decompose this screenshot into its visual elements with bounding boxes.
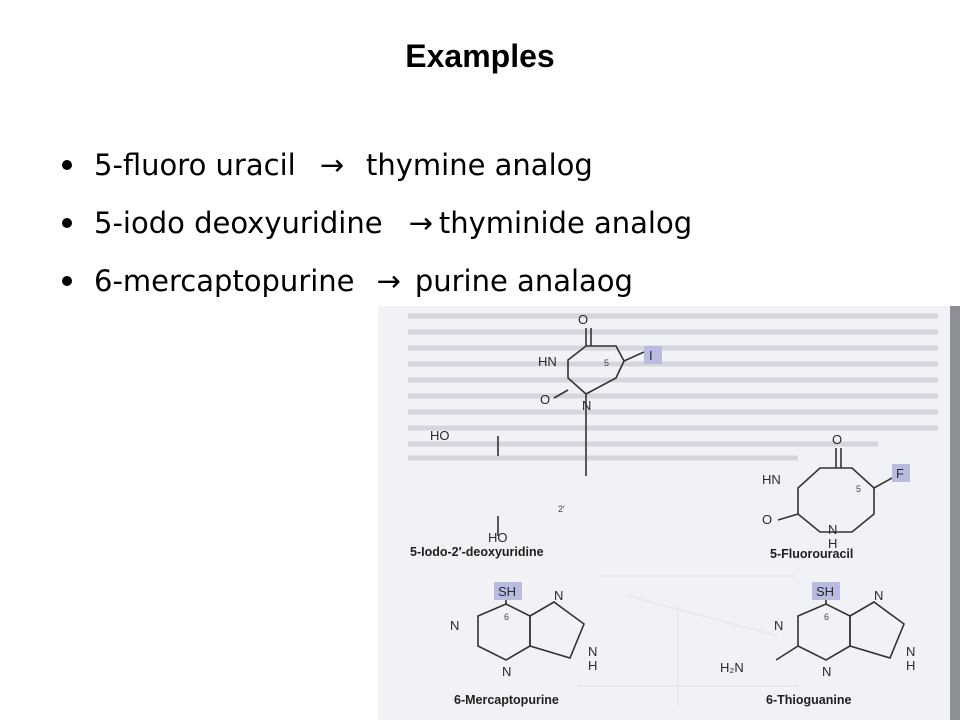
atom-label: N (774, 618, 783, 633)
faint-background-structure (578, 575, 798, 706)
bullet-list: 5-fluoro uracil → thymine analog 5-iodo de… (58, 136, 692, 310)
bullet-compound: 5-iodo deoxyuridine (94, 206, 383, 240)
atom-label: HO (430, 428, 450, 443)
atom-label: N (822, 664, 831, 679)
bullet-item-mercaptopurine: 6-mercaptopurine → purine analaog (58, 252, 692, 310)
atom-label: H₂N (720, 660, 744, 675)
atom-label: HN (762, 472, 781, 487)
atom-label: I (649, 348, 653, 363)
thioguanine-structure: SH 6 N N N N H H₂N 6-Thioguanine (720, 582, 915, 707)
atom-label: N (588, 644, 597, 659)
atom-label: 2′ (558, 504, 565, 514)
compound-label-thioguanine: 6-Thioguanine (766, 693, 851, 707)
atom-label: HO (488, 530, 508, 545)
atom-label: 5 (856, 484, 861, 494)
slide-title: Examples (405, 38, 555, 74)
atom-label: N (554, 588, 563, 603)
compound-label-mercaptopurine: 6-Mercaptopurine (454, 693, 559, 707)
scan-edge (950, 306, 960, 720)
compound-label-iododeoxyuridine: 5-Iodo-2′-deoxyuridine (410, 545, 544, 559)
atom-label: N (874, 588, 883, 603)
mercaptopurine-structure: SH 6 N N N N H 6-Mercaptopurine (450, 582, 597, 707)
iododeoxyuridine-structure: I 5 HN O O N HO 2′ HO 5-Iodo-2′-deoxyuri… (410, 312, 662, 559)
atom-label: H (588, 658, 597, 673)
structures-svg: I 5 HN O O N HO 2′ HO 5-Iodo-2′-deoxyuri… (408, 306, 960, 720)
bullet-item-fluorouracil: 5-fluoro uracil → thymine analog (58, 136, 692, 194)
atom-label: O (540, 392, 550, 407)
bullet-analog: purine analaog (414, 264, 633, 298)
right-arrow-icon: → (408, 206, 433, 240)
bullet-compound: 6-mercaptopurine (94, 264, 355, 298)
atom-label: HN (538, 354, 557, 369)
atom-label: SH (816, 584, 834, 599)
compound-label-fluorouracil: 5-Fluorouracil (770, 547, 853, 561)
bullet-dot-icon (62, 276, 72, 286)
scanned-structures-image: I 5 HN O O N HO 2′ HO 5-Iodo-2′-deoxyuri… (378, 306, 960, 720)
atom-label: F (896, 466, 904, 481)
atom-label: O (832, 432, 842, 447)
atom-label: SH (498, 584, 516, 599)
atom-label: O (762, 512, 772, 527)
atom-label: N (502, 664, 511, 679)
atom-label: N (450, 618, 459, 633)
atom-label: 5 (604, 358, 609, 368)
bullet-analog: thyminide analog (438, 206, 693, 240)
atom-label: H (828, 536, 837, 551)
atom-label: 6 (824, 612, 829, 622)
atom-label: N (828, 522, 837, 537)
bullet-analog: thymine analog (366, 148, 593, 182)
bullet-compound: 5-fluoro uracil (94, 148, 296, 182)
atom-label: N (582, 398, 591, 413)
atom-label: 6 (504, 612, 509, 622)
bullet-item-iododeoxyuridine: 5-iodo deoxyuridine →thyminide analog (58, 194, 692, 252)
atom-label: O (578, 312, 588, 327)
bullet-dot-icon (62, 160, 72, 170)
fluorouracil-structure: F 5 HN O O N H 5-Fluorouracil (762, 432, 910, 561)
right-arrow-icon: → (376, 264, 401, 298)
atom-label: H (906, 658, 915, 673)
atom-label: N (906, 644, 915, 659)
right-arrow-icon: → (319, 148, 344, 182)
bullet-dot-icon (62, 218, 72, 228)
faint-text-lines (408, 313, 938, 461)
